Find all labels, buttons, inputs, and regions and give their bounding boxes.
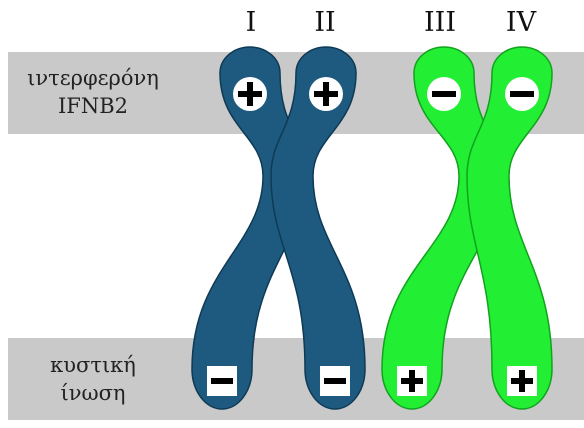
chromatid-3-top-minus-icon [432, 91, 456, 97]
chromatid-2-top-plus-vertical [323, 82, 329, 106]
bottom-band-label-line2: ίνωση [60, 381, 126, 405]
bottom-band-label-line1: κυστική [50, 353, 136, 377]
chromatid-3-bottom-plus-vertical [409, 370, 415, 392]
chromatid-4-top-minus-icon [510, 91, 534, 97]
chromatid-4-bottom-plus-vertical [519, 370, 525, 392]
bottom-band-label: κυστική ίνωση [8, 351, 178, 407]
top-band-label-line1: ιντερφερόνη [27, 66, 159, 90]
chromatid-2 [270, 46, 366, 410]
chromatid-3 [381, 46, 502, 410]
chromatid-2-bottom-minus-icon [324, 378, 346, 384]
chromosome-1 [191, 46, 366, 410]
chromatid-label-2: II [314, 7, 336, 38]
chromosome-2 [381, 46, 553, 410]
chromatid-1-bottom-minus-icon [211, 378, 233, 384]
chromatid-label-3: III [424, 7, 456, 38]
chromatid-label-1: I [245, 7, 257, 38]
chromatid-4 [466, 46, 553, 410]
chromatid-1 [191, 46, 306, 410]
bottom-gene-band [8, 338, 584, 420]
top-band-label-line2: IFNB2 [57, 94, 129, 118]
chromatid-1-top-plus-vertical [247, 82, 253, 106]
chromatid-label-4: IV [505, 7, 537, 38]
top-band-label: ιντερφερόνη IFNB2 [8, 64, 178, 120]
